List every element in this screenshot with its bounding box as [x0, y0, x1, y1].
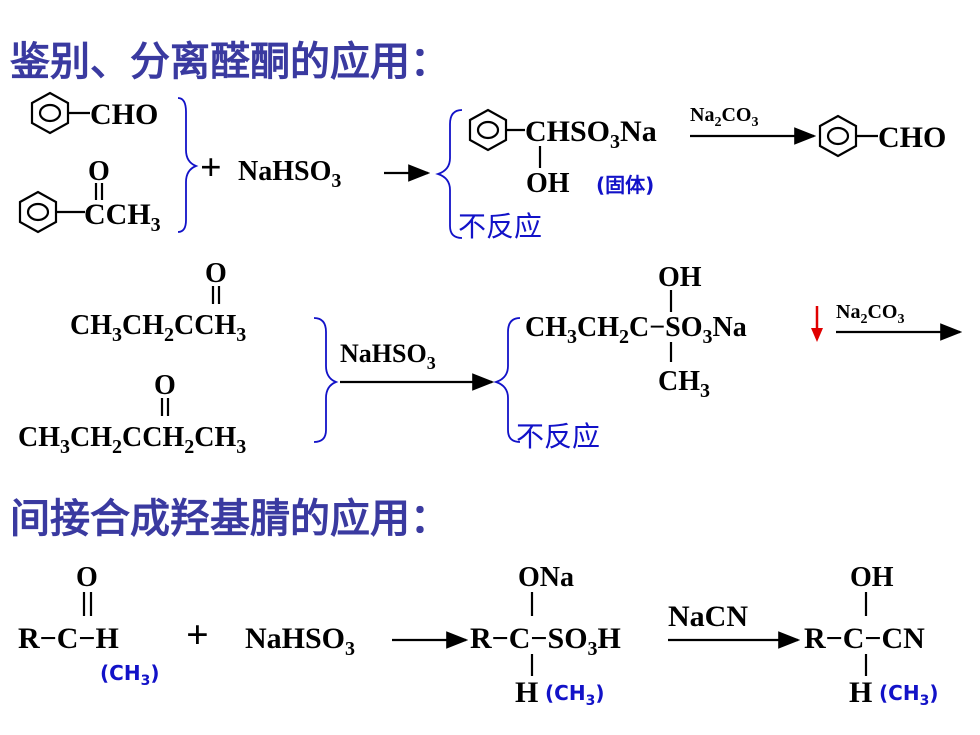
- precipitate-arrow-icon: [811, 306, 823, 342]
- carbonyl-o: O: [205, 258, 227, 289]
- cyanohydrin: R−C−CN: [804, 622, 925, 655]
- reagent-nahso3: NaHSO3: [245, 622, 355, 660]
- brace: [493, 317, 521, 443]
- cho-group: CHO: [90, 98, 158, 131]
- oh-group: OH: [658, 262, 702, 293]
- cho-group: CHO: [878, 121, 946, 154]
- methyl-annotation: (CH3): [879, 681, 938, 709]
- bisulfite-adduct: CHSO3Na: [525, 115, 657, 153]
- bisulfite-adduct-ketone: CH3CH2C−SO3Na: [525, 312, 747, 348]
- plus-sign: +: [200, 147, 222, 189]
- no-reaction-label: 不反应: [458, 210, 542, 243]
- h-atom: H: [849, 676, 872, 709]
- reagent-nahso3: NaHSO3: [340, 339, 436, 373]
- carbonyl-o: O: [76, 562, 98, 593]
- oh-group: OH: [526, 168, 570, 199]
- benzene-ring-icon: [30, 91, 70, 135]
- ketone-diethyl: CH3CH2CCH2CH3: [18, 422, 246, 458]
- methyl-annotation: (CH3): [545, 681, 604, 709]
- no-reaction-label: 不反应: [516, 420, 600, 453]
- carbonyl-o: O: [154, 370, 176, 401]
- methyl-annotation: (CH3): [100, 661, 159, 689]
- reagent-nahso3: NaHSO3: [238, 156, 341, 192]
- brace: [435, 109, 463, 239]
- benzene-ring-icon: [818, 114, 858, 158]
- aldehyde: R−C−H: [18, 622, 119, 655]
- heading-cyanohydrin: 间接合成羟基腈的应用：: [10, 496, 450, 542]
- plus-sign: +: [186, 612, 209, 657]
- reagent-na2co3: Na2CO3: [690, 104, 758, 130]
- bisulfite-adduct: R−C−SO3H: [470, 622, 621, 660]
- methyl-group: CH3: [658, 366, 710, 402]
- acetophenone-ch3: CCH3: [84, 198, 161, 236]
- reagent-na2co3: Na2CO3: [836, 301, 904, 327]
- benzene-ring-icon: [468, 108, 508, 152]
- solid-annotation: (固体): [596, 173, 654, 197]
- h-atom: H: [515, 676, 538, 709]
- carbonyl-o: O: [88, 156, 110, 187]
- ketone-methyl-ethyl: CH3CH2CCH3: [70, 310, 246, 346]
- oh-group: OH: [850, 562, 894, 593]
- brace: [177, 97, 199, 233]
- ona-group: ONa: [518, 562, 574, 593]
- heading-separation: 鉴别、分离醛酮的应用：: [10, 39, 450, 85]
- brace: [313, 317, 339, 443]
- reagent-nacn: NaCN: [668, 600, 748, 633]
- benzene-ring-icon: [18, 190, 58, 234]
